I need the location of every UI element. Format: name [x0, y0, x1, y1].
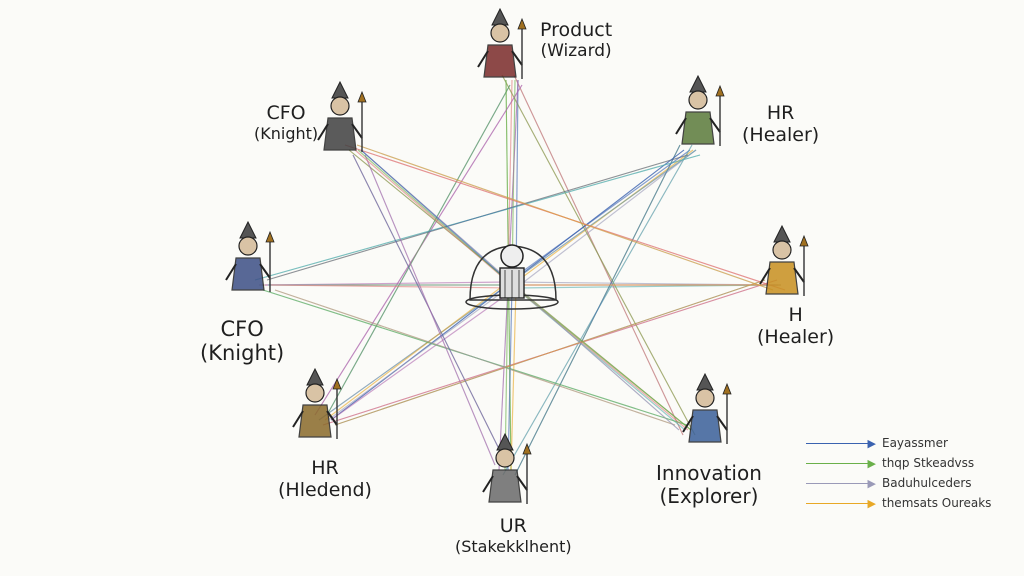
role-title: Product — [540, 19, 613, 41]
connection-line — [334, 279, 766, 426]
role-title: Innovation — [656, 461, 762, 485]
role-title: CFO — [266, 102, 306, 124]
hub-spoke — [270, 284, 517, 289]
character-figure-product — [477, 7, 527, 79]
role-subtitle: (Knight) — [200, 341, 285, 366]
role-title: HR — [766, 102, 795, 124]
hub-spoke — [327, 284, 513, 421]
role-label-h-right: H (Healer) — [757, 304, 835, 349]
legend-arrow: ▶ — [806, 457, 876, 470]
role-subtitle: (Healer) — [757, 325, 835, 348]
arrow-head-icon: ▶ — [867, 457, 876, 470]
connection-line — [326, 84, 511, 416]
character-figure-hr-left — [292, 367, 342, 439]
character-figure-ur — [482, 432, 532, 504]
role-subtitle: (Healer) — [742, 123, 820, 146]
character-figure-hr-top — [675, 74, 725, 146]
connection-line — [501, 74, 696, 436]
character-figure-innovation — [682, 372, 732, 444]
legend-item: themsats Oureaks — [882, 496, 992, 510]
role-label-cfo-top: CFO (Knight) — [254, 102, 319, 143]
hub-spoke — [354, 149, 509, 283]
role-subtitle: (Hledend) — [278, 478, 372, 501]
role-label-hr-left: HR (Hledend) — [278, 457, 372, 502]
hub-spoke — [507, 284, 513, 471]
connection-line — [356, 144, 774, 291]
hub-spoke — [507, 149, 691, 283]
center-hub — [465, 244, 559, 310]
legend-item: thqp Stkeadvss — [882, 456, 975, 470]
hub-spoke — [515, 149, 697, 289]
legend-item: Baduhulceders — [882, 476, 972, 490]
character-figures — [225, 7, 809, 504]
connection-line — [514, 144, 681, 476]
role-subtitle: (Stakekklhent) — [455, 536, 572, 556]
role-title: H — [788, 304, 803, 326]
legend-arrow: ▶ — [806, 437, 876, 450]
connection-line — [266, 154, 689, 281]
hub-spoke — [357, 149, 513, 286]
arrow-head-icon: ▶ — [867, 497, 876, 510]
role-subtitle: (Knight) — [254, 123, 319, 143]
role-label-ur: UR (Stakekklhent) — [455, 515, 572, 556]
connection-line — [274, 289, 676, 426]
role-subtitle: (Wizard) — [540, 40, 612, 61]
hub-spoke — [360, 149, 517, 289]
legend-arrow: ▶ — [806, 497, 876, 510]
character-figure-cfo-top — [317, 80, 367, 152]
character-figure-cfo-left — [225, 220, 275, 292]
hub-spoke — [324, 281, 509, 421]
role-title: HR — [311, 457, 339, 479]
role-title: CFO — [220, 317, 264, 341]
connection-line — [364, 154, 496, 466]
hub-head — [500, 244, 524, 268]
legend-arrow: ▶ — [806, 477, 876, 490]
character-figure-h-right — [759, 224, 809, 296]
hub-spoke — [330, 287, 517, 421]
role-label-innovation: Innovation (Explorer) — [656, 462, 762, 508]
role-label-cfo-left: CFO (Knight) — [200, 317, 284, 365]
hub-spoke — [510, 287, 517, 471]
role-subtitle: (Explorer) — [659, 484, 759, 508]
arrow-head-icon: ▶ — [867, 477, 876, 490]
role-label-product: Product (Wizard) — [540, 19, 613, 61]
legend-item: Eayassmer — [882, 436, 948, 450]
connection-lines — [254, 74, 786, 476]
role-title: UR — [499, 515, 527, 537]
role-label-hr-top: HR (Healer) — [742, 102, 820, 147]
arrow-head-icon: ▶ — [867, 437, 876, 450]
